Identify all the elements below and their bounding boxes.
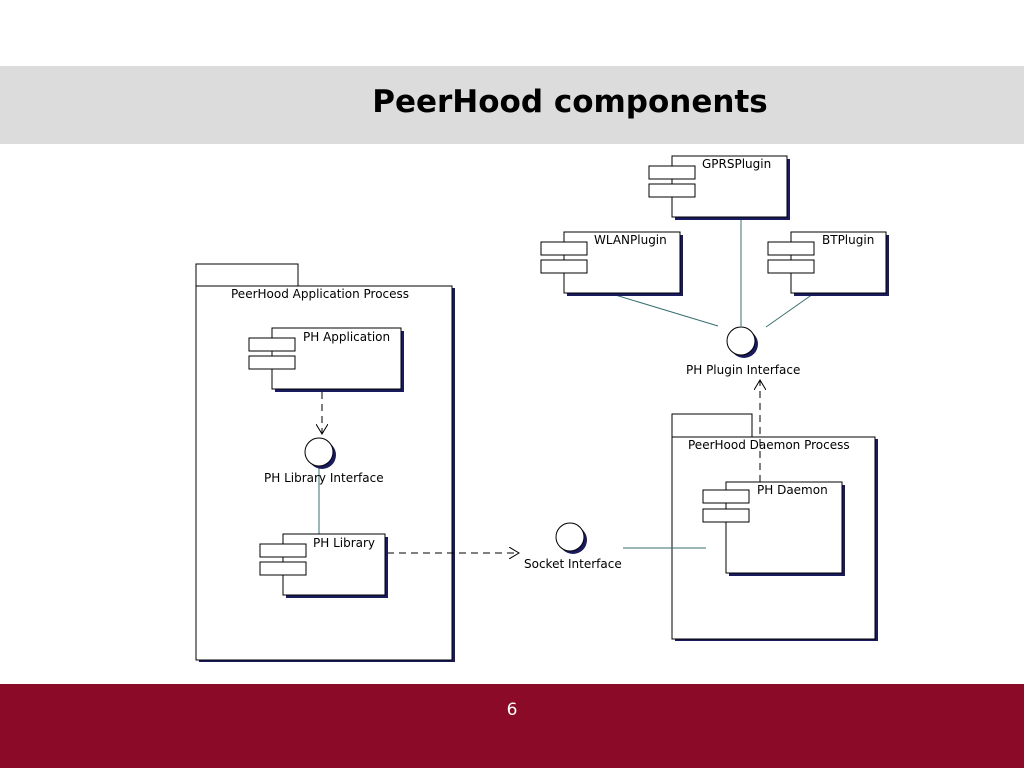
slide-title: PeerHood components — [372, 84, 768, 120]
wlan-plugin-link — [611, 293, 719, 327]
component-label-ph-application: PH Application — [303, 330, 390, 344]
component-label-ph-library: PH Library — [313, 536, 375, 550]
component-label-ph-daemon: PH Daemon — [757, 483, 828, 497]
page-number: 6 — [506, 700, 518, 720]
component-label-bt-plugin: BTPlugin — [822, 233, 874, 247]
component-gprs-plugin: GPRSPlugin — [648, 155, 790, 220]
interface-label-socket: Socket Interface — [524, 557, 622, 571]
dependency-arrows — [322, 380, 760, 553]
component-ph-daemon: PH Daemon — [702, 481, 845, 576]
component-ph-library: PH Library — [259, 533, 388, 598]
footer-band — [0, 684, 1024, 768]
header-band — [0, 66, 1024, 144]
interface-socket: Socket Interface — [524, 522, 622, 571]
component-label-wlan-plugin: WLANPlugin — [594, 233, 667, 247]
package-label-daemon-process: PeerHood Daemon Process — [688, 438, 850, 452]
bt-plugin-link — [765, 293, 814, 328]
interface-label-library: PH Library Interface — [264, 471, 384, 485]
interface-label-plugin: PH Plugin Interface — [686, 363, 800, 377]
component-wlan-plugin: WLANPlugin — [540, 231, 683, 296]
component-bt-plugin: BTPlugin — [767, 231, 889, 296]
package-label-app-process: PeerHood Application Process — [231, 287, 409, 301]
component-label-gprs-plugin: GPRSPlugin — [702, 157, 771, 171]
interface-plugin: PH Plugin Interface — [686, 326, 800, 377]
component-ph-application: PH Application — [248, 327, 404, 392]
plugin-links — [318, 218, 814, 549]
interface-library: PH Library Interface — [264, 437, 384, 485]
